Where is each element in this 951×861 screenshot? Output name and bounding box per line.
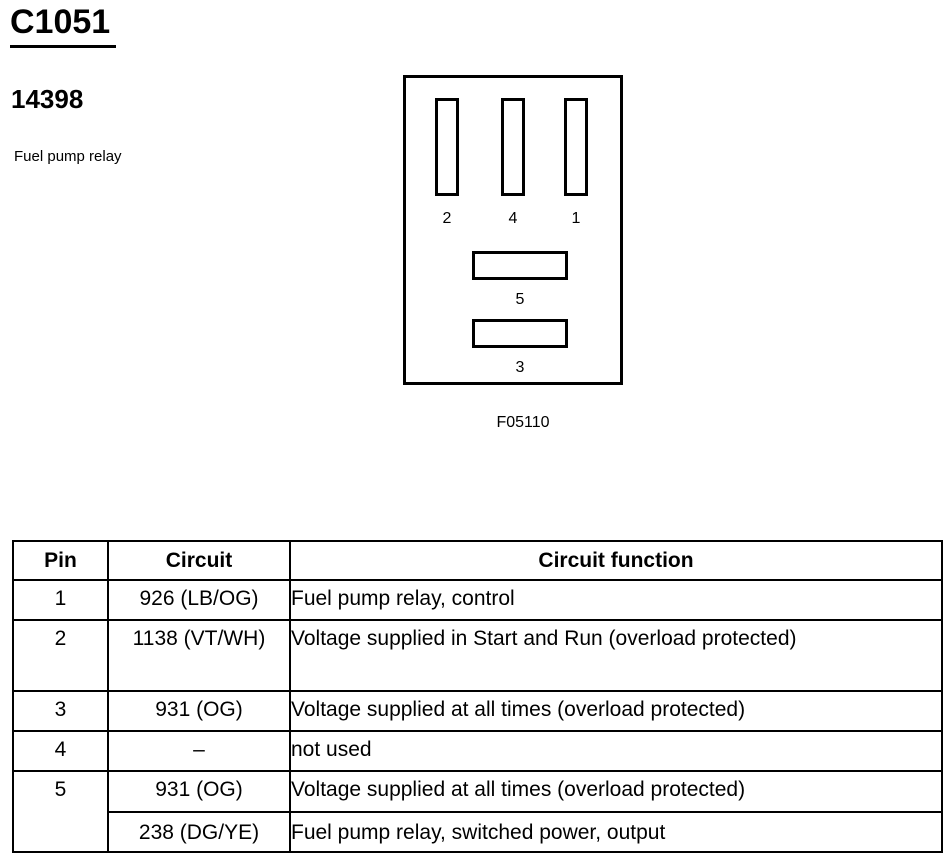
terminal-5	[472, 251, 568, 280]
function-cell: Voltage supplied at all times (overload …	[289, 689, 943, 732]
header-circuit-function: Circuit function	[289, 540, 943, 581]
table-row: 2 1138 (VT/WH) Voltage supplied in Start…	[12, 619, 943, 692]
pin-circuit-table: Pin Circuit Circuit function 1 926 (LB/O…	[12, 540, 943, 854]
function-cell: Fuel pump relay, control	[289, 578, 943, 622]
terminal-2	[435, 98, 459, 196]
table-row: 1 926 (LB/OG) Fuel pump relay, control	[12, 578, 943, 622]
function-cell: Voltage supplied at all times (overload …	[289, 770, 943, 813]
pin-label-4: 4	[508, 210, 518, 227]
title-underline	[10, 45, 116, 48]
table-header-row: Pin Circuit Circuit function	[12, 540, 943, 581]
pin-label-3: 3	[515, 359, 525, 376]
function-cell: Fuel pump relay, switched power, output	[289, 810, 943, 854]
table-row: 4 – not used	[12, 729, 943, 773]
circuit-cell: 238 (DG/YE)	[107, 810, 291, 854]
header-circuit: Circuit	[107, 540, 291, 581]
function-cell: not used	[289, 729, 943, 773]
pin-cell: 3	[12, 689, 109, 732]
pin-cell: 2	[12, 619, 109, 692]
pin-label-2: 2	[442, 210, 452, 227]
pin-label-5: 5	[515, 291, 525, 308]
table-row: 3 931 (OG) Voltage supplied at all times…	[12, 689, 943, 732]
connector-id: C1051	[10, 3, 111, 41]
part-number: 14398	[11, 84, 84, 114]
circuit-cell: 1138 (VT/WH)	[107, 619, 291, 692]
terminal-4	[501, 98, 525, 196]
circuit-cell: 926 (LB/OG)	[107, 578, 291, 622]
pin-cell: 4	[12, 729, 109, 773]
terminal-1	[564, 98, 588, 196]
circuit-cell: –	[107, 729, 291, 773]
figure-reference: F05110	[496, 414, 550, 431]
pin-cell: 1	[12, 578, 109, 622]
table-row: 238 (DG/YE) Fuel pump relay, switched po…	[13, 810, 943, 854]
part-description: Fuel pump relay	[14, 148, 122, 165]
circuit-cell: 931 (OG)	[107, 770, 291, 813]
function-cell: Voltage supplied in Start and Run (overl…	[289, 619, 943, 692]
table-row: 5 931 (OG) Voltage supplied at all times…	[12, 770, 943, 853]
header-pin: Pin	[12, 540, 109, 581]
pin-label-1: 1	[571, 210, 581, 227]
terminal-3	[472, 319, 568, 348]
pin-cell: 5	[12, 770, 109, 853]
circuit-cell: 931 (OG)	[107, 689, 291, 732]
connector-face-diagram: 2 4 1 5 3	[403, 75, 623, 385]
